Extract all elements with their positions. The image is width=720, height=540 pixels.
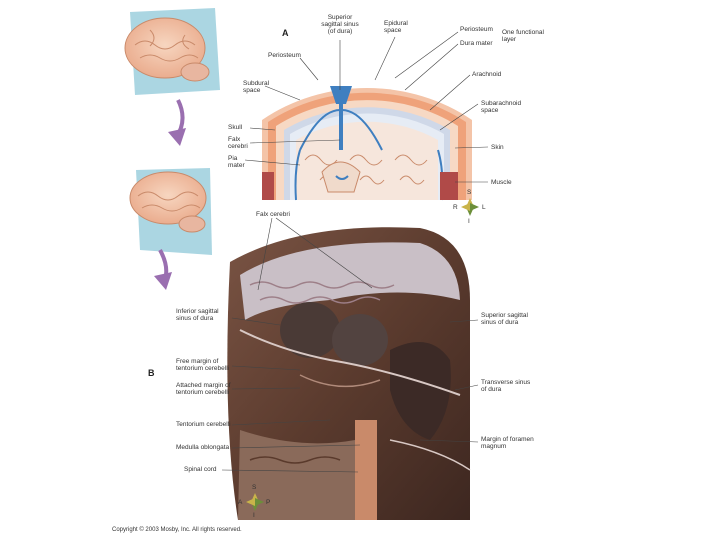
label-inferior-sagittal-sinus: Inferior sagittal sinus of dura	[176, 308, 219, 322]
compass-b-bottom: I	[253, 512, 255, 519]
compass-b-top: S	[252, 484, 257, 491]
label-subarachnoid-space: Subarachnoid space	[481, 100, 522, 114]
coronal-section	[262, 86, 472, 201]
label-free-margin: Free margin of tentorium cerebelli	[176, 358, 230, 372]
label-skull: Skull	[228, 124, 243, 131]
label-medulla-oblongata: Medulla oblongata	[176, 444, 230, 451]
thumbnail-brain-top	[124, 8, 220, 95]
label-falx-cerebri-b: Falx cerebri	[256, 211, 290, 218]
compass-a-bottom: I	[468, 218, 470, 225]
label-attached-margin: Attached margin of tentorium cerebelli	[176, 382, 231, 396]
compass-a-top: S	[467, 189, 472, 196]
label-transverse-sinus: Transverse sinus of dura	[481, 379, 531, 393]
label-muscle: Muscle	[491, 179, 512, 186]
compass-a-right: L	[482, 204, 486, 211]
compass-b-right: P	[266, 499, 271, 506]
label-pia-mater: Pia mater	[228, 155, 245, 169]
label-superior-sagittal-sinus-a: Superior sagittal sinus (of dura)	[321, 14, 359, 35]
label-spinal-cord: Spinal cord	[184, 466, 217, 473]
label-arachnoid: Arachnoid	[472, 71, 502, 78]
label-epidural-space: Epidural space	[384, 20, 408, 34]
label-falx-cerebri-a: Falx cerebri	[228, 136, 248, 150]
label-periosteum-left: Periosteum	[268, 52, 301, 59]
compass-a	[461, 198, 479, 216]
leader-lines-a	[244, 31, 489, 183]
compass-b	[246, 493, 264, 511]
compass-b-left: A	[238, 499, 243, 506]
label-margin-foramen-magnum: Margin of foramen magnum	[481, 436, 534, 450]
label-one-functional-layer: One functional layer	[502, 29, 544, 43]
label-periosteum-top: Periosteum	[460, 26, 493, 33]
panel-label-a: A	[282, 28, 289, 38]
label-subdural-space: Subdural space	[243, 80, 270, 94]
label-superior-sagittal-sinus-b: Superior sagittal sinus of dura	[481, 312, 528, 326]
copyright-notice: Copyright © 2003 Mosby, Inc. All rights …	[112, 527, 242, 533]
leader-lines-b	[221, 217, 479, 473]
label-dura-mater: Dura mater	[460, 40, 493, 47]
label-tentorium-cerebelli: Tentorium cerebelli	[176, 421, 231, 428]
compass-a-left: R	[453, 204, 458, 211]
thumbnail-brain-bottom	[129, 168, 212, 255]
label-skin: Skin	[491, 144, 504, 151]
panel-label-b: B	[148, 368, 155, 378]
